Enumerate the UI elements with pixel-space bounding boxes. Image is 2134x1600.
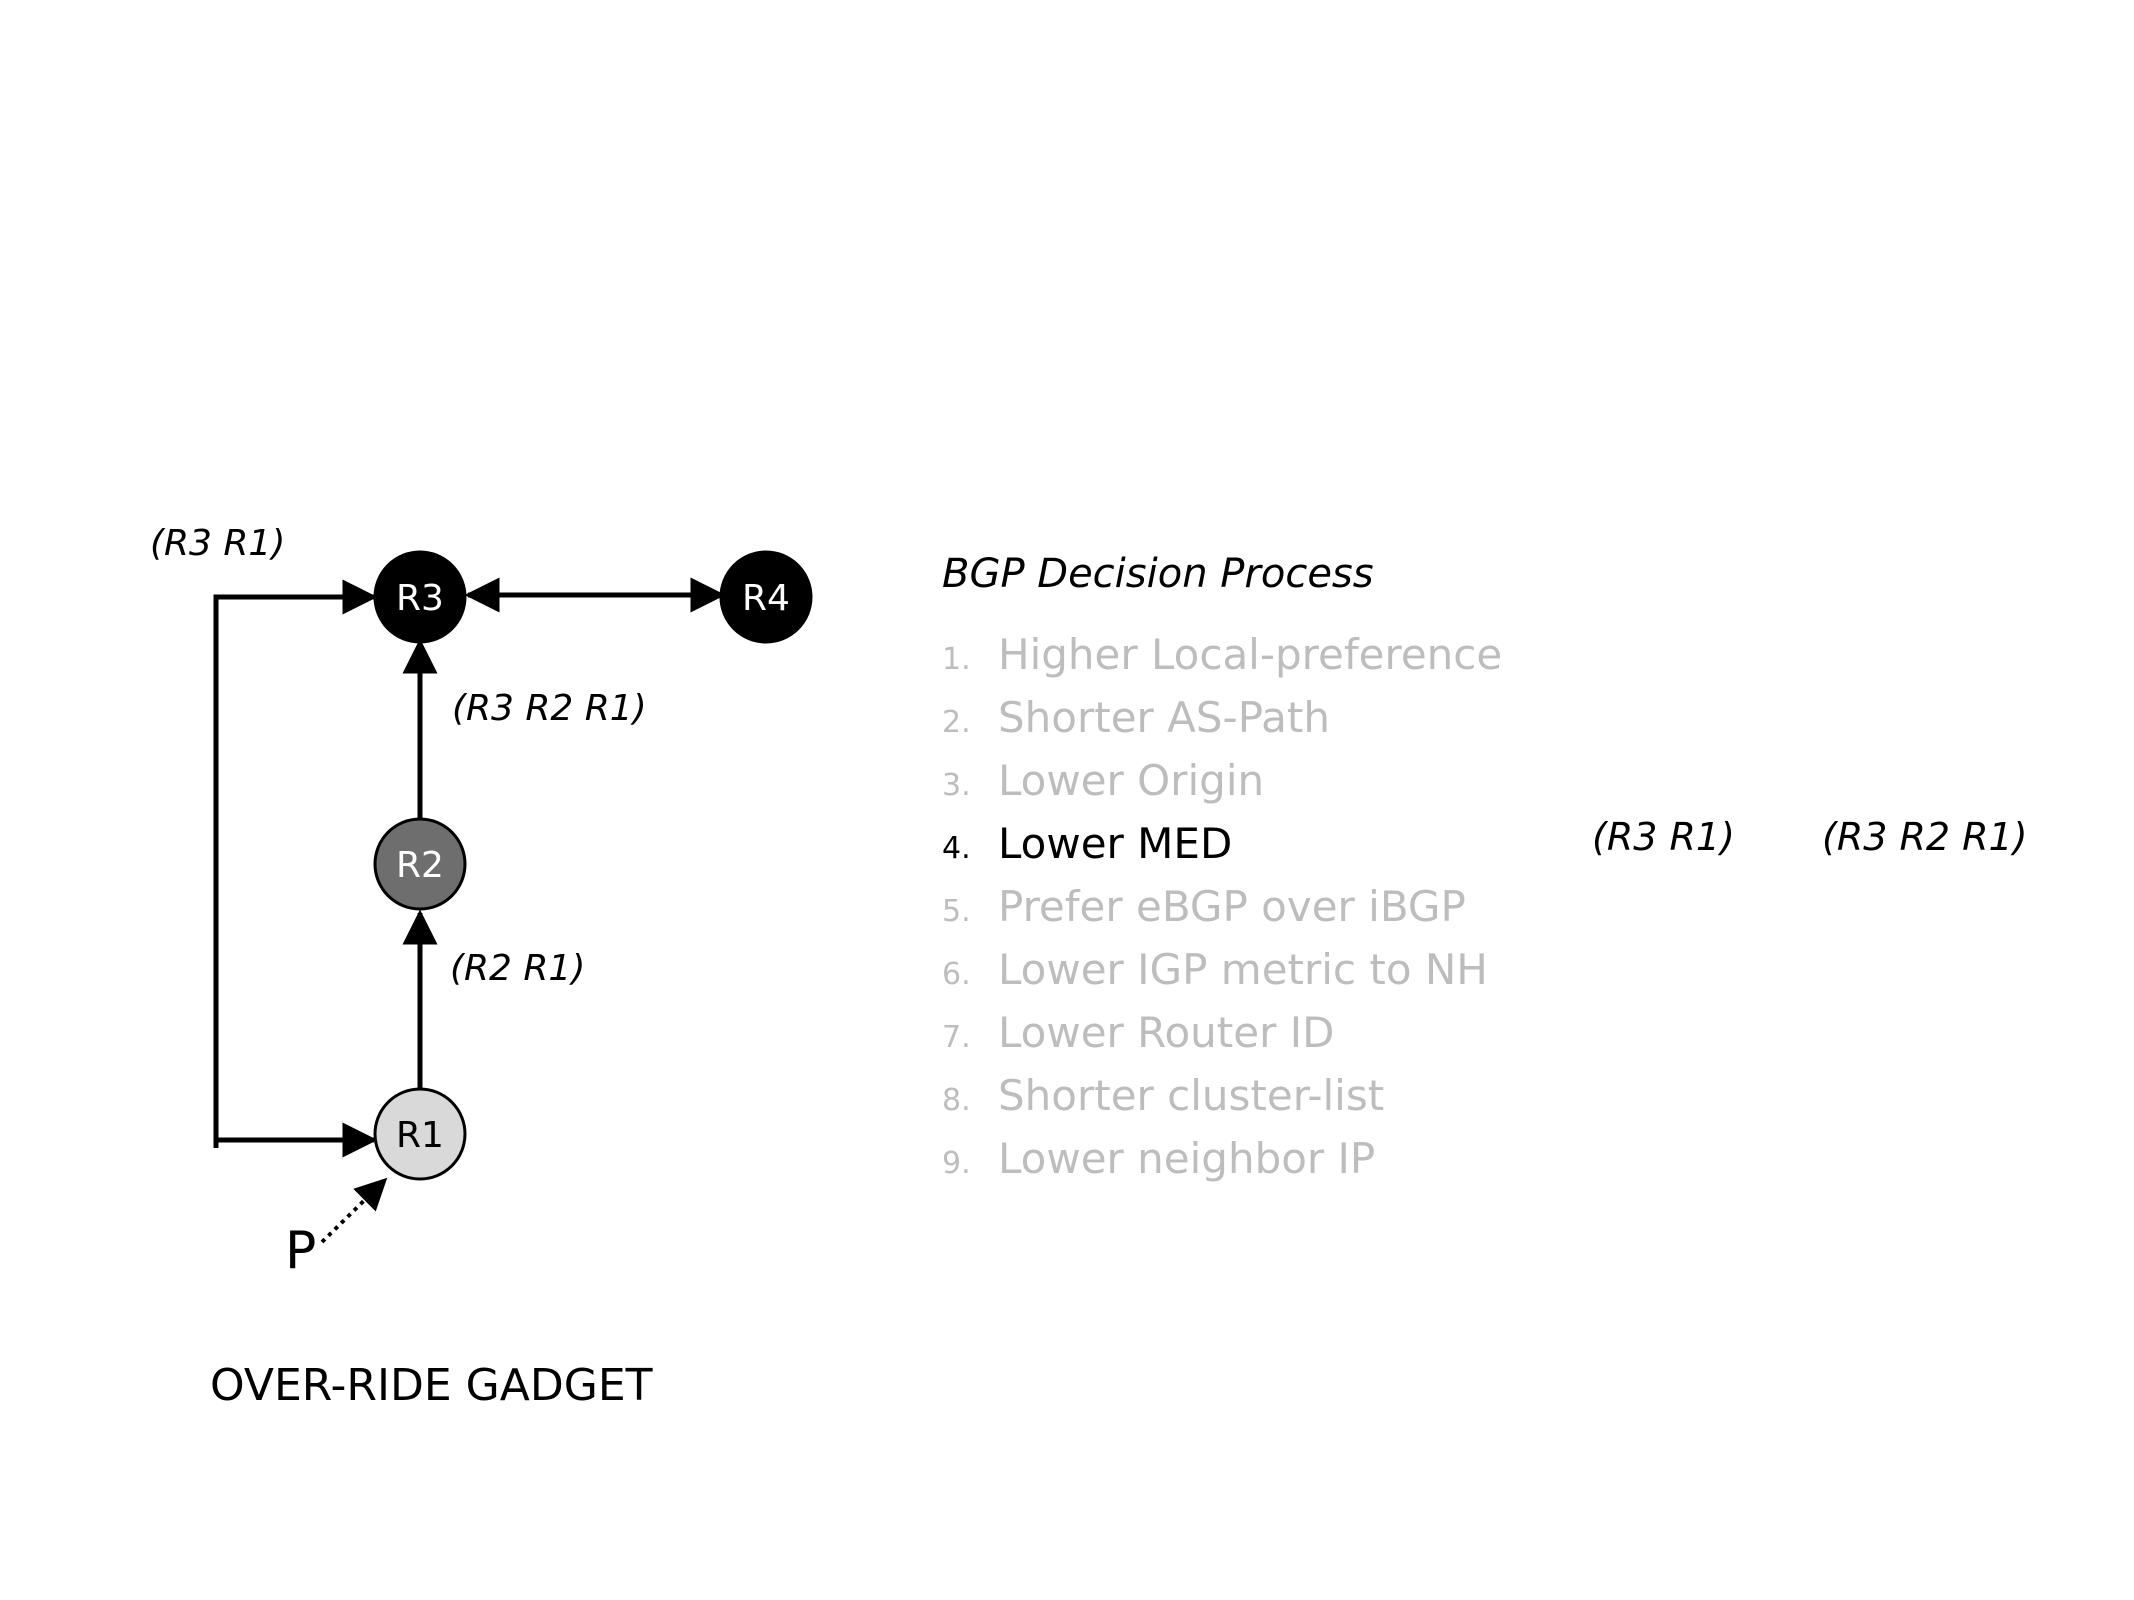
step-text: Lower MED <box>998 819 1233 868</box>
step-number: 8. <box>942 1083 971 1118</box>
step-text: Lower IGP metric to NH <box>998 945 1488 994</box>
comparison-route-a: (R3 R1) <box>1592 815 1735 859</box>
over-ride-gadget-diagram: R3 R4 R2 R1 (R3 R1) (R3 R2 R1) (R2 R1) P <box>150 523 813 1281</box>
gadget-caption: OVER-RIDE GADGET <box>210 1360 653 1411</box>
prefix-p-label: P <box>285 1221 316 1281</box>
node-r2: R2 <box>373 817 467 911</box>
step-text: Shorter cluster-list <box>998 1071 1385 1120</box>
node-r1-label: R1 <box>396 1115 444 1156</box>
node-r4-label: R4 <box>742 578 790 619</box>
step-number: 2. <box>942 705 971 740</box>
step-number: 5. <box>942 894 971 929</box>
step-text: Prefer eBGP over iBGP <box>998 882 1466 931</box>
step-text: Lower neighbor IP <box>998 1134 1376 1183</box>
edge-r1-r3-left-path <box>213 579 378 1143</box>
edge-p-r1-dotted <box>320 1177 388 1244</box>
step-number: 1. <box>942 642 971 677</box>
node-r3: R3 <box>373 550 467 644</box>
step-text: Lower Router ID <box>998 1008 1335 1057</box>
step-number: 6. <box>942 957 971 992</box>
comparison-route-b: (R3 R2 R1) <box>1822 815 2028 859</box>
step-number: 4. <box>942 831 971 866</box>
step-number: 3. <box>942 768 971 803</box>
label-r2-to-r3: (R3 R2 R1) <box>452 688 647 729</box>
step-text: Higher Local-preference <box>998 630 1503 679</box>
step-text: Shorter AS-Path <box>998 693 1330 742</box>
step-text: Lower Origin <box>998 756 1265 805</box>
node-r2-label: R2 <box>396 845 444 886</box>
node-r3-label: R3 <box>396 578 444 619</box>
step-number: 9. <box>942 1146 971 1181</box>
decision-process-title: BGP Decision Process <box>942 551 1374 597</box>
label-r1-to-r2: (R2 R1) <box>450 948 585 989</box>
node-r4: R4 <box>719 550 813 644</box>
label-left-path: (R3 R1) <box>150 523 285 564</box>
step-number: 7. <box>942 1020 971 1055</box>
node-r1: R1 <box>373 1087 467 1181</box>
